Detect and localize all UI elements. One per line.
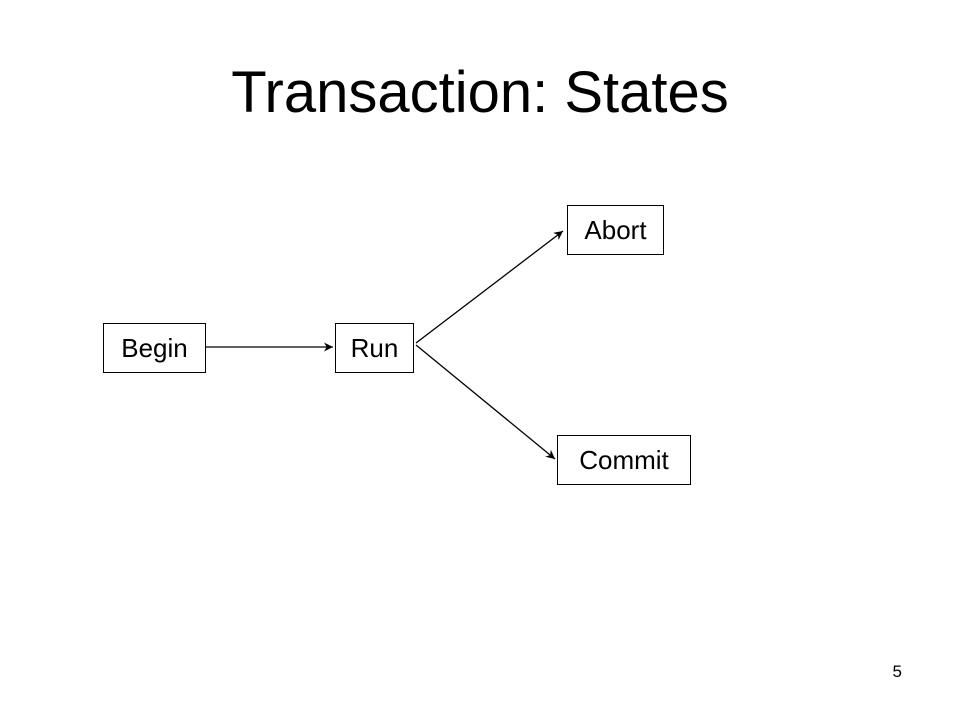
- state-abort-label: Abort: [584, 214, 647, 245]
- state-abort: Abort: [567, 205, 664, 255]
- arrow-run-to-commit: [415, 344, 556, 460]
- state-begin: Begin: [103, 323, 206, 373]
- arrow-run-to-abort: [415, 230, 564, 344]
- page-number: 5: [892, 662, 902, 681]
- slide-title: Transaction: States: [231, 60, 729, 125]
- state-run: Run: [335, 323, 414, 373]
- state-commit-label: Commit: [579, 444, 669, 475]
- state-begin-label: Begin: [121, 332, 188, 363]
- state-commit: Commit: [557, 435, 691, 485]
- state-run-label: Run: [350, 332, 399, 363]
